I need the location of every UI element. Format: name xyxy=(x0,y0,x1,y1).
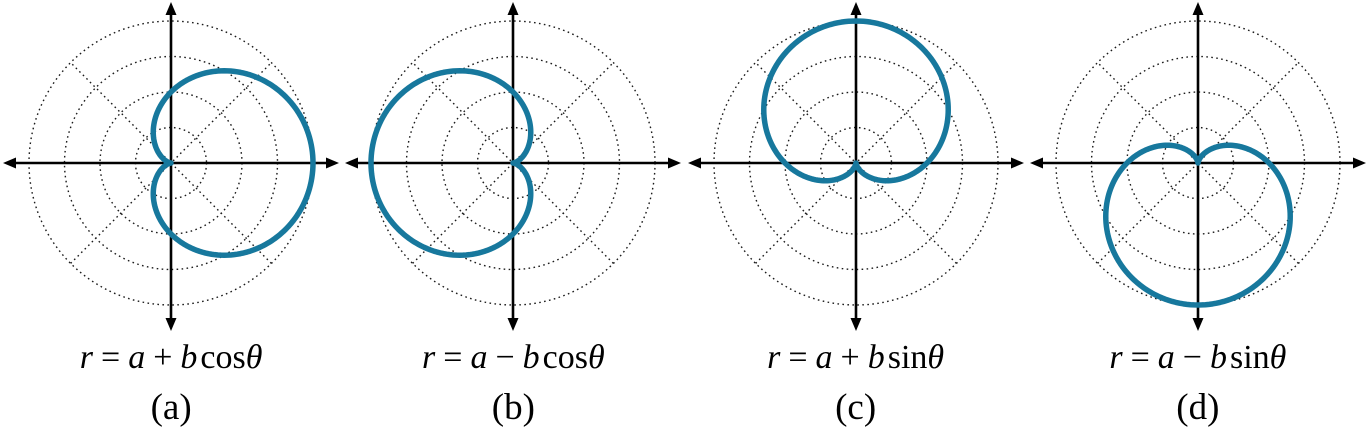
cardioid-curve xyxy=(150,68,316,258)
var-a: a xyxy=(815,339,833,376)
operator-sign: + xyxy=(840,339,860,376)
arrowhead-up-icon xyxy=(507,2,519,15)
arrowhead-left-icon xyxy=(3,157,17,169)
var-a: a xyxy=(128,339,146,376)
var-a: a xyxy=(1157,339,1175,376)
cardioid-curve xyxy=(1102,142,1293,308)
var-b: b xyxy=(522,339,540,376)
arrowhead-right-icon xyxy=(326,157,340,169)
polar-plot-d xyxy=(1029,2,1366,331)
caption-b: (b) xyxy=(491,387,535,428)
var-theta: θ xyxy=(245,339,263,376)
var-r: r xyxy=(767,339,781,376)
operator-sign: − xyxy=(1182,339,1202,376)
var-b: b xyxy=(1209,339,1227,376)
panel-a: r=a+bcosθ (a) xyxy=(0,0,342,443)
panel-b: r=a−bcosθ (b) xyxy=(342,0,684,443)
arrowhead-left-icon xyxy=(687,157,701,169)
var-theta: θ xyxy=(927,339,945,376)
trig-function: sin xyxy=(887,339,928,376)
panel-d: r=a−bsinθ (d) xyxy=(1027,0,1369,443)
arrowhead-right-icon xyxy=(1010,157,1024,169)
panel-c: r=a+bsinθ (c) xyxy=(685,0,1027,443)
equation-a: r=a+bcosθ xyxy=(80,339,263,377)
polar-plot-c xyxy=(687,2,1024,331)
var-theta: θ xyxy=(1269,339,1287,376)
equation-d: r=a−bsinθ xyxy=(1109,339,1286,377)
var-r: r xyxy=(79,339,94,376)
var-b: b xyxy=(180,339,198,376)
equals-sign: = xyxy=(788,339,808,376)
equals-sign: = xyxy=(443,339,463,376)
cardioid-curve xyxy=(368,68,534,258)
arrowhead-down-icon xyxy=(1192,318,1204,331)
equals-sign: = xyxy=(1130,339,1150,376)
var-r: r xyxy=(422,339,436,376)
arrowhead-right-icon xyxy=(1352,157,1366,169)
operator-sign: − xyxy=(495,339,515,376)
operator-sign: + xyxy=(153,339,173,376)
polar-plot-b xyxy=(345,2,682,331)
arrowhead-down-icon xyxy=(507,318,519,331)
polar-plot-a xyxy=(3,2,340,331)
arrowhead-down-icon xyxy=(165,318,177,331)
caption-d: (d) xyxy=(1176,387,1220,428)
trig-function: sin xyxy=(1229,339,1270,376)
equation-b: r=a−bcosθ xyxy=(422,339,605,377)
var-theta: θ xyxy=(587,339,605,376)
caption-c: (c) xyxy=(835,387,877,428)
arrowhead-up-icon xyxy=(1192,2,1204,15)
var-r: r xyxy=(1109,339,1123,376)
arrowhead-right-icon xyxy=(668,157,682,169)
equation-c: r=a+bsinθ xyxy=(767,339,944,377)
arrowhead-down-icon xyxy=(850,318,862,331)
arrowhead-left-icon xyxy=(1029,157,1043,169)
arrowhead-left-icon xyxy=(345,157,359,169)
arrowhead-up-icon xyxy=(165,2,177,15)
cardioid-curve xyxy=(760,18,951,184)
equals-sign: = xyxy=(101,339,121,376)
arrowhead-up-icon xyxy=(850,2,862,15)
var-a: a xyxy=(470,339,488,376)
caption-a: (a) xyxy=(150,387,192,428)
var-b: b xyxy=(867,339,885,376)
trig-function: cos xyxy=(200,339,246,376)
trig-function: cos xyxy=(542,339,588,376)
